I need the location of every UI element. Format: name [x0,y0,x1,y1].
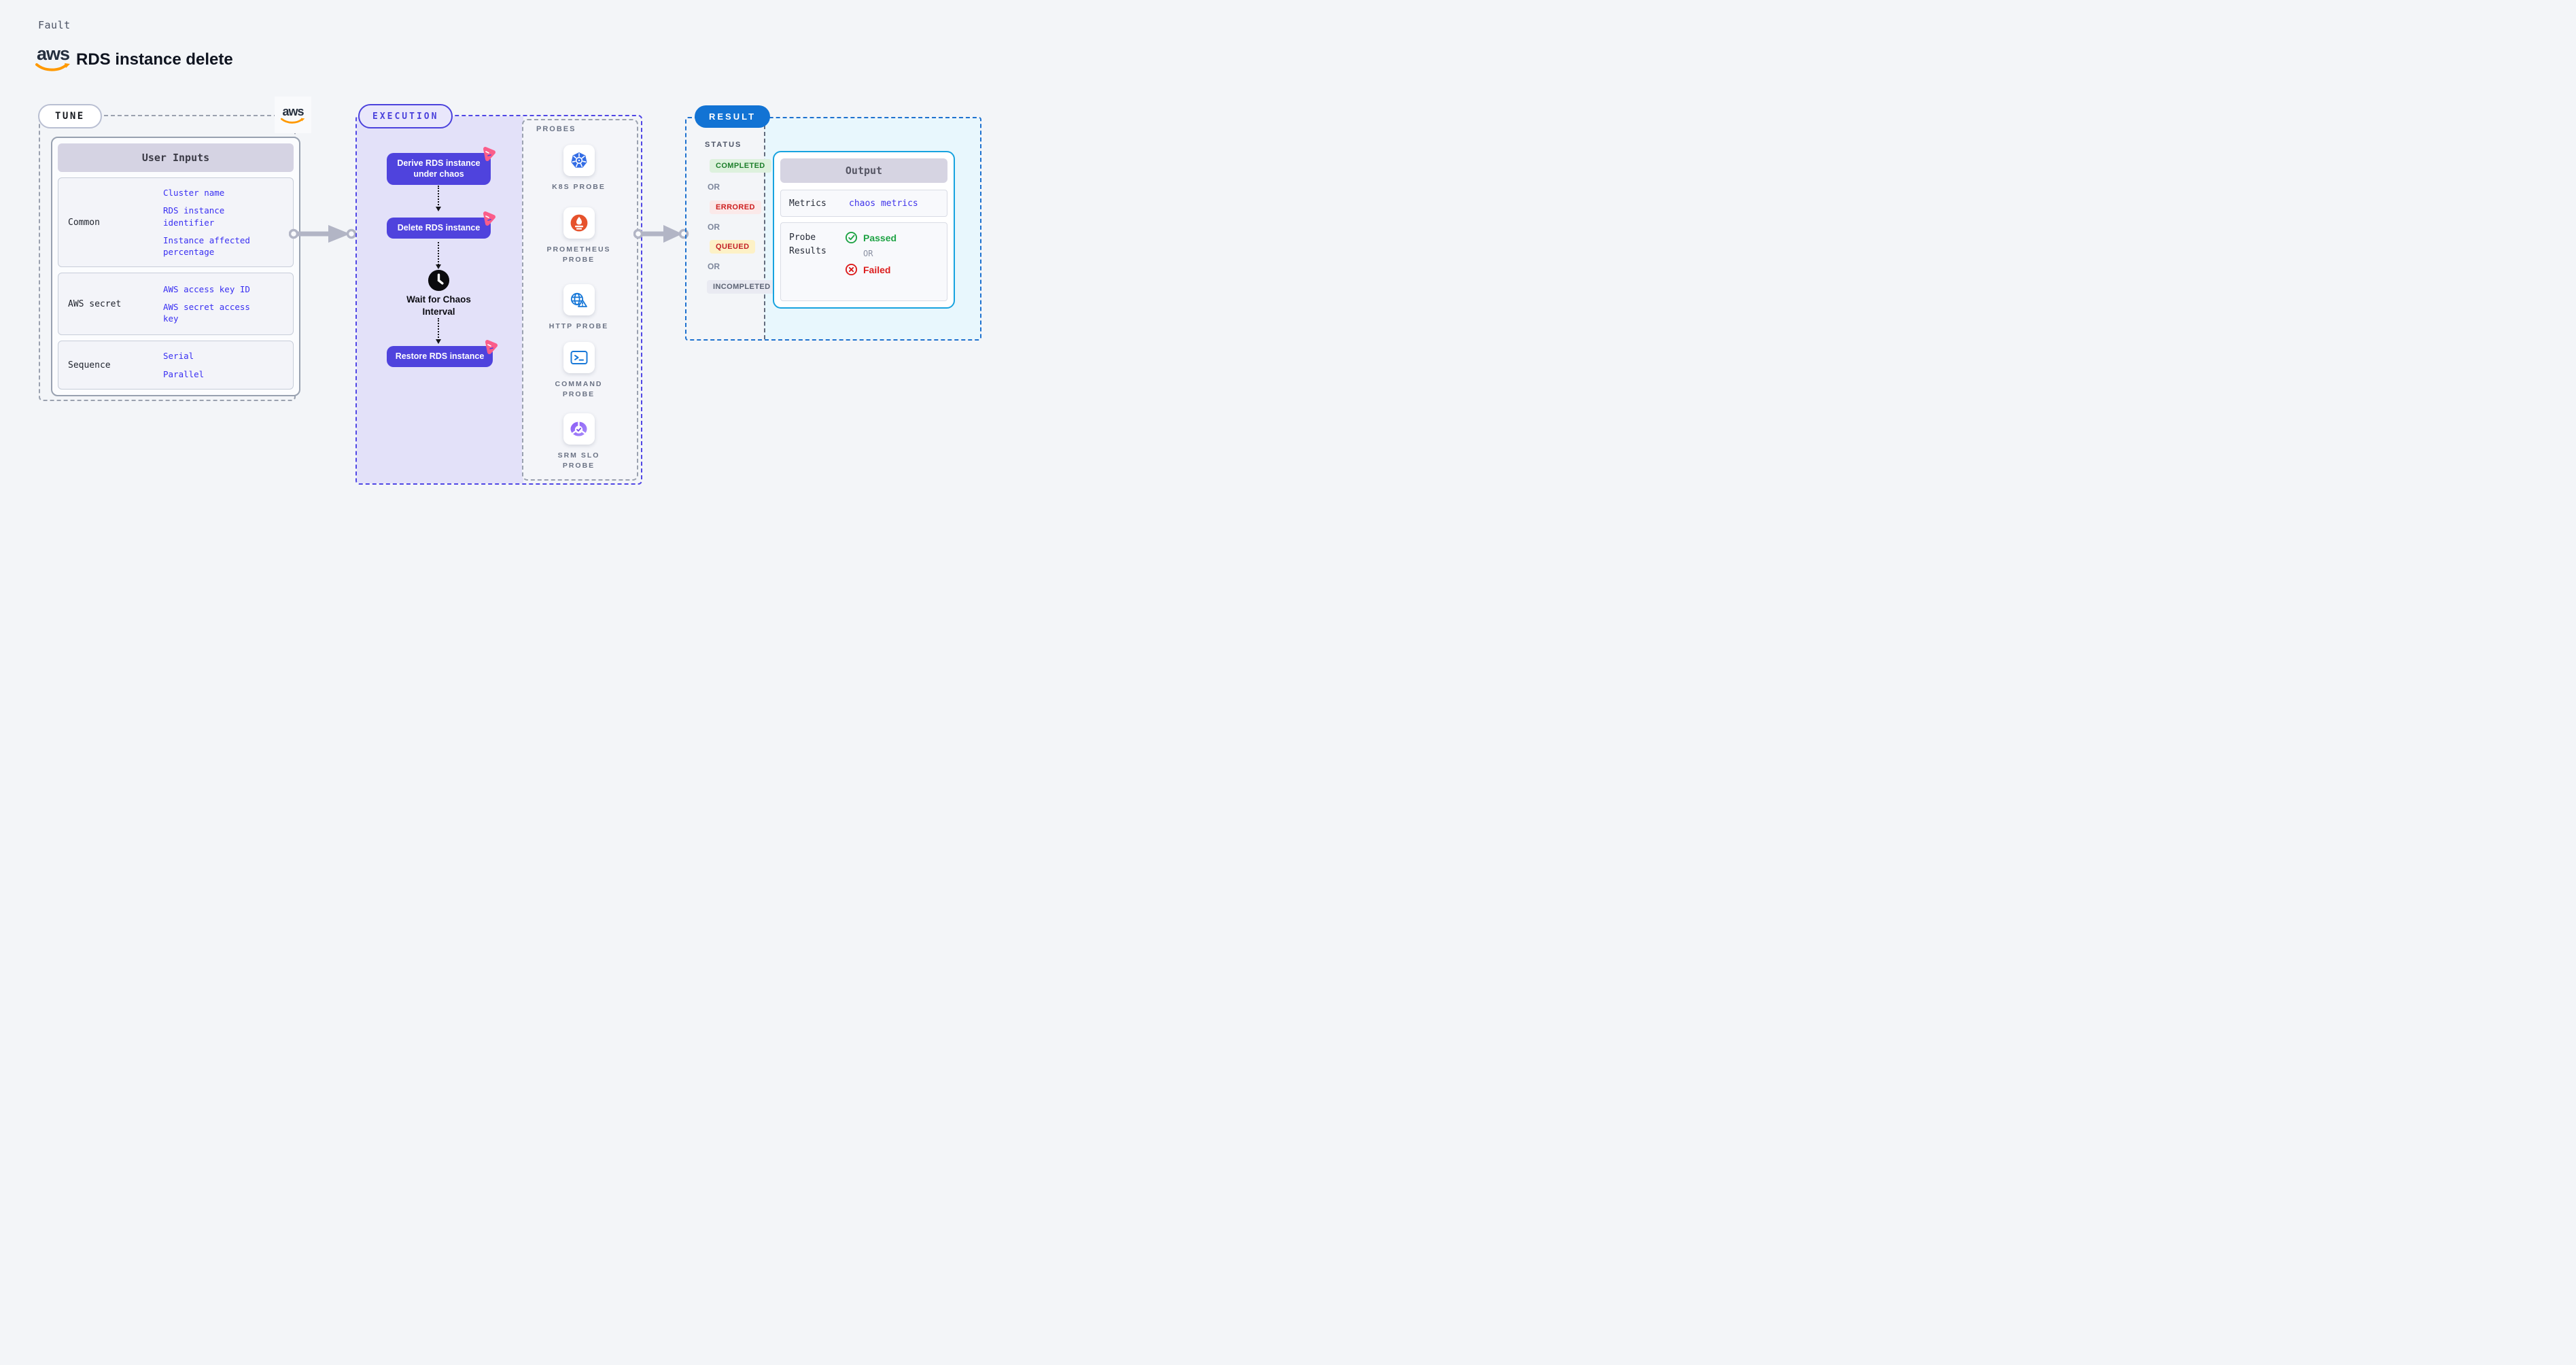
execution-badge: EXECUTION [358,104,453,128]
or-separator: OR [863,249,873,258]
fault-kicker: Fault [38,19,71,31]
table-row: Sequence Serial Parallel [58,341,294,390]
user-inputs-header: User Inputs [58,143,294,172]
status-badge-errored: ERRORED [710,201,761,214]
row-label: Sequence [68,360,111,370]
probe-item-http: HTTP PROBE [522,284,636,332]
chaos-icon [485,340,498,354]
or-separator: OR [708,222,720,232]
metrics-row: Metrics chaos metrics [780,190,947,217]
chaos-icon [483,211,495,226]
probe-item-prometheus: PROMETHEUS PROBE [522,207,636,265]
probes-title: PROBES [536,125,576,133]
probe-item-srm-slo: SRM SLO PROBE [522,413,636,471]
verdict-passed: Passed [845,231,897,244]
slo-donut-check-icon [570,421,587,436]
user-inputs-table: User Inputs Common Cluster name RDS inst… [51,137,300,396]
step-node-restore: Restore RDS instance [387,340,498,367]
step-node-delete: Delete RDS instance [387,211,495,239]
or-separator: OR [708,262,720,271]
metrics-label: Metrics [789,198,826,209]
flow-connector [436,242,441,269]
table-row: AWS secret AWS access key ID AWS secret … [58,273,294,336]
status-badge-incompleted: INCOMPLETED [707,280,777,294]
kubernetes-icon [570,152,587,168]
aws-smile-icon [35,63,70,71]
check-circle-icon [845,231,858,244]
clock-icon [428,269,450,292]
step-label: Derive RDS instance under chaos [397,158,481,179]
probe-label: PROMETHEUS PROBE [546,245,611,264]
aws-logo-text: aws [282,104,304,118]
row-label: Common [68,217,100,228]
chaos-metrics-link[interactable]: chaos metrics [849,198,918,209]
input-value: AWS secret access key [163,302,250,324]
input-value: Cluster name [163,188,225,198]
verdict-failed: Failed [845,263,897,276]
chaos-icon [483,147,495,161]
status-badge-queued: QUEUED [710,240,756,254]
input-value: Serial [163,351,194,362]
status-title: STATUS [705,141,742,149]
output-card: Output Metrics chaos metrics Probe Resul… [773,151,955,309]
probe-results-row: Probe Results Passed OR Failed [780,222,947,301]
aws-logo: aws [35,45,71,73]
status-badge-completed: COMPLETED [710,159,771,173]
prometheus-icon [570,214,587,232]
row-label: AWS secret [68,298,122,309]
flow-arrow-icon [289,225,357,243]
passed-label: Passed [863,232,897,243]
step-node-derive: Derive RDS instance under chaos [387,147,495,185]
x-circle-icon [845,263,858,276]
aws-logo-text: aws [36,44,70,64]
probe-label: SRM SLO PROBE [557,451,600,470]
tune-aws-logo: aws [275,97,311,133]
globe-warning-icon [570,292,587,307]
step-label: Delete RDS instance [397,223,481,233]
input-value: AWS access key ID [163,283,250,294]
failed-label: Failed [863,264,891,275]
table-row: Common Cluster name RDS instance identif… [58,177,294,268]
flow-connector [436,318,441,344]
tune-badge: TUNE [38,104,102,128]
step-label: Restore RDS instance [395,351,485,362]
page-title: RDS instance delete [76,50,233,69]
probe-results-label: Probe Results [789,232,826,256]
output-header: Output [780,158,947,183]
input-value: Instance affected percentage [163,235,250,257]
result-badge: RESULT [695,105,771,128]
wait-step-label: Wait for Chaos Interval [406,294,471,317]
probe-label: HTTP PROBE [549,322,609,330]
probe-label: COMMAND PROBE [555,380,603,399]
flow-arrow-icon [633,225,689,243]
input-value: Parallel [163,368,205,379]
probe-label: K8S PROBE [552,183,606,191]
input-value: RDS instance identifier [163,205,225,228]
or-separator: OR [708,182,720,192]
probe-item-command: COMMAND PROBE [522,342,636,400]
flow-connector [436,186,441,211]
terminal-icon [570,351,587,364]
probe-item-k8s: K8S PROBE [522,145,636,192]
fault-diagram: Fault aws RDS instance delete TUNE aws U… [0,0,1030,546]
aws-smile-icon [281,118,305,124]
